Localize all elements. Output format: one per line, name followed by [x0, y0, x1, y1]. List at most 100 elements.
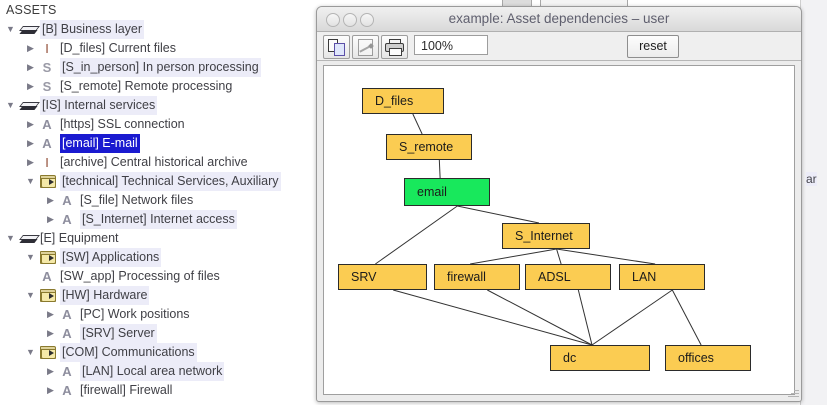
tree-row-label[interactable]: [COM] Communications: [60, 343, 197, 362]
window-minimize-icon[interactable]: [343, 13, 357, 27]
tree-row-label[interactable]: [S_remote] Remote processing: [60, 79, 233, 93]
chevron-right-icon[interactable]: [45, 362, 56, 381]
tree-row-label[interactable]: [https] SSL connection: [60, 117, 185, 131]
resize-grip[interactable]: [787, 387, 799, 399]
tree-row[interactable]: A [SW_app] Processing of files: [0, 267, 304, 286]
asset-type-a-icon: A: [42, 117, 52, 132]
graph-node-s_remote[interactable]: S_remote: [386, 134, 472, 160]
tree-row[interactable]: [technical] Technical Services, Auxiliar…: [0, 172, 304, 191]
chevron-right-icon[interactable]: [45, 210, 56, 229]
window-titlebar[interactable]: example: Asset dependencies – user: [317, 7, 801, 32]
folder-icon: [40, 345, 56, 359]
chevron-right-icon[interactable]: [25, 77, 36, 96]
copy-button[interactable]: [323, 35, 350, 59]
window-title: example: Asset dependencies – user: [448, 11, 670, 26]
tree-row-label[interactable]: [LAN] Local area network: [80, 362, 225, 381]
tree-row[interactable]: A[firewall] Firewall: [0, 381, 304, 400]
chevron-right-icon[interactable]: [45, 381, 56, 400]
tree-row[interactable]: A[PC] Work positions: [0, 305, 304, 324]
tree-row[interactable]: [E] Equipment: [0, 229, 304, 248]
print-button[interactable]: [381, 35, 408, 59]
chevron-down-icon[interactable]: [25, 343, 36, 362]
tree-row[interactable]: A[email] E-mail: [0, 134, 304, 153]
tree-row[interactable]: I [D_files] Current files: [0, 39, 304, 58]
chevron-down-icon[interactable]: [5, 96, 16, 115]
graph-node-adsl[interactable]: ADSL: [525, 264, 611, 290]
chevron-down-icon[interactable]: [5, 229, 16, 248]
layer-icon: [19, 229, 40, 248]
graph-node-email[interactable]: email: [404, 178, 490, 206]
tree-row-label[interactable]: [IS] Internal services: [40, 96, 158, 115]
reset-button[interactable]: reset: [627, 35, 679, 58]
graph-node-d_files[interactable]: D_files: [362, 88, 444, 114]
tree-row-label[interactable]: [PC] Work positions: [80, 307, 190, 321]
tree-row-label[interactable]: [SW_app] Processing of files: [60, 269, 220, 283]
export-button[interactable]: [352, 35, 379, 59]
zoom-level-input[interactable]: 100%: [414, 35, 488, 55]
graph-node-label: ADSL: [538, 270, 571, 284]
tree-row[interactable]: S[S_remote] Remote processing: [0, 77, 304, 96]
layer-icon: [19, 96, 40, 115]
tree-row[interactable]: A[S_Internet] Internet access: [0, 210, 304, 229]
print-icon: [385, 39, 404, 56]
graph-node-lan[interactable]: LAN: [619, 264, 705, 290]
asset-type-a-icon: A: [62, 193, 72, 208]
graph-edges: [375, 113, 702, 346]
tree-row[interactable]: S[S_in_person] In person processing: [0, 58, 304, 77]
chevron-right-icon[interactable]: [25, 115, 36, 134]
chevron-right-icon[interactable]: [45, 305, 56, 324]
background-right-text: ar: [806, 172, 817, 186]
tree-row-label[interactable]: [firewall] Firewall: [80, 383, 173, 397]
tree-row-label[interactable]: [S_in_person] In person processing: [60, 58, 261, 77]
chevron-right-icon[interactable]: [25, 39, 36, 58]
chevron-right-icon[interactable]: [45, 324, 56, 343]
window-toolbar: 100% reset: [317, 32, 801, 61]
chevron-right-icon[interactable]: [25, 58, 36, 77]
tree-row[interactable]: [SW] Applications: [0, 248, 304, 267]
tree-row[interactable]: [B] Business layer: [0, 20, 304, 39]
tree-row-label[interactable]: [technical] Technical Services, Auxiliar…: [60, 172, 281, 191]
tree-row[interactable]: [IS] Internal services: [0, 96, 304, 115]
tree-row[interactable]: A [https] SSL connection: [0, 115, 304, 134]
chevron-down-icon[interactable]: [5, 20, 16, 39]
folder-icon: [40, 174, 56, 188]
assets-tree-list[interactable]: [B] Business layerI [D_files] Current fil…: [0, 20, 304, 400]
chevron-down-icon[interactable]: [25, 248, 36, 267]
graph-node-srv[interactable]: SRV: [338, 264, 427, 290]
tree-row-label[interactable]: [S_file] Network files: [80, 193, 194, 207]
graph-node-label: SRV: [351, 270, 377, 284]
tree-row-label[interactable]: [D_files] Current files: [60, 41, 177, 55]
chevron-right-icon[interactable]: [25, 134, 36, 153]
tree-row[interactable]: [COM] Communications: [0, 343, 304, 362]
graph-node-offices[interactable]: offices: [665, 345, 751, 371]
graph-node-firewall[interactable]: firewall: [434, 264, 520, 290]
tree-row-label[interactable]: [SW] Applications: [60, 248, 162, 267]
graph-node-s_internet[interactable]: S_Internet: [502, 223, 590, 249]
tree-row[interactable]: A[LAN] Local area network: [0, 362, 304, 381]
graph-node-dc[interactable]: dc: [550, 345, 650, 371]
chevron-down-icon[interactable]: [25, 172, 36, 191]
graph-node-label: D_files: [375, 94, 414, 108]
tree-row[interactable]: I[archive] Central historical archive: [0, 153, 304, 172]
asset-type-a-icon: A: [42, 269, 52, 284]
copy-icon: [328, 39, 345, 56]
tree-row-label[interactable]: [archive] Central historical archive: [60, 155, 248, 169]
window-close-icon[interactable]: [326, 13, 340, 27]
tree-row-label[interactable]: [SRV] Server: [80, 324, 157, 343]
tree-row[interactable]: A[SRV] Server: [0, 324, 304, 343]
tree-row-label[interactable]: [email] E-mail: [60, 134, 140, 153]
tree-row[interactable]: A [S_file] Network files: [0, 191, 304, 210]
chevron-right-icon[interactable]: [45, 191, 56, 210]
chevron-down-icon[interactable]: [25, 286, 36, 305]
tree-row-label[interactable]: [HW] Hardware: [60, 286, 150, 305]
chevron-right-icon[interactable]: [25, 153, 36, 172]
asset-type-i-icon: I: [45, 41, 49, 56]
tree-row-label[interactable]: [E] Equipment: [40, 231, 119, 245]
tree-row[interactable]: [HW] Hardware: [0, 286, 304, 305]
assets-tree-panel: ASSETS [B] Business layerI[D_files] Curr…: [0, 0, 305, 405]
tree-row-label[interactable]: [S_Internet] Internet access: [80, 210, 237, 229]
tree-row-label[interactable]: [B] Business layer: [40, 20, 145, 39]
window-maximize-icon[interactable]: [360, 13, 374, 27]
